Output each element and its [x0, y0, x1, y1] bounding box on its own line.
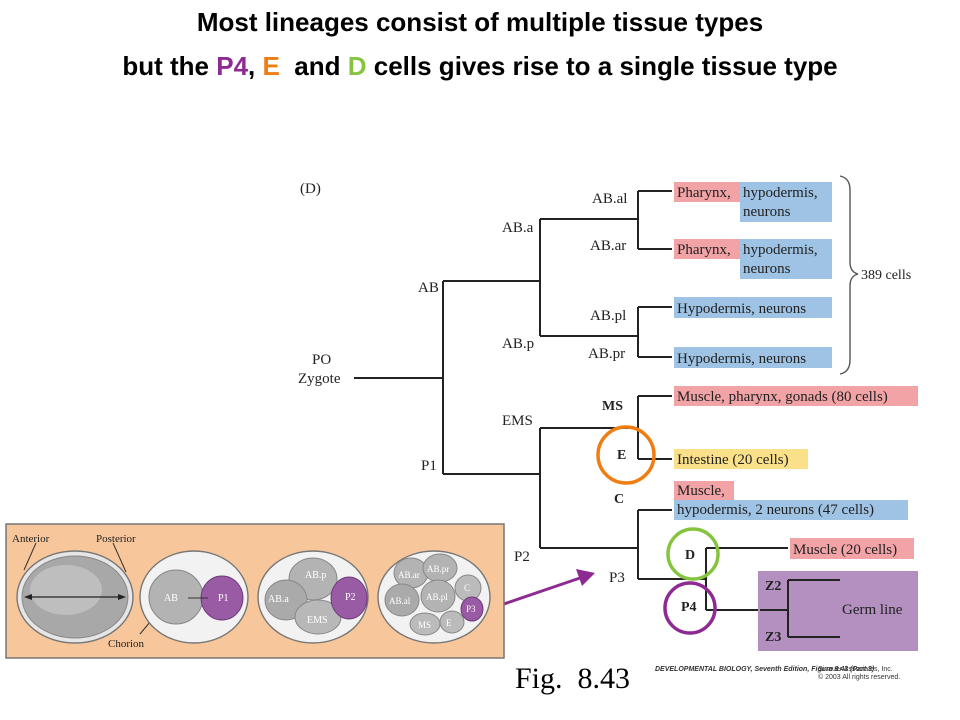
label-ms: MS [418, 620, 431, 630]
label-anterior: Anterior [12, 533, 50, 545]
label-abp: AB.p [305, 570, 326, 581]
credit-book: DEVELOPMENTAL BIOLOGY, Seventh Edition, … [655, 666, 875, 673]
node-zygote: Zygote [298, 371, 341, 387]
node-z2: Z2 [765, 579, 781, 594]
label-aba: AB.a [268, 594, 289, 605]
fate-box-pink [674, 386, 918, 406]
fate-pharynx: Pharynx, [677, 242, 731, 258]
node-ems: EMS [502, 413, 533, 429]
node-abpl: AB.pl [590, 308, 626, 324]
label-posterior: Posterior [96, 533, 136, 545]
p4-highlight-circle [663, 581, 717, 635]
title-line-2: but the P4, E and D cells gives rise to … [0, 50, 960, 82]
fate-box-blue [674, 297, 832, 318]
brace-icon [839, 175, 859, 375]
label-p2: P2 [345, 592, 356, 603]
fate-box-yellow [674, 449, 808, 469]
title-text: but the [122, 51, 217, 81]
title-d: D [347, 51, 367, 81]
node-ab: AB [418, 280, 439, 296]
figure-caption: Fig. 8.43 [515, 662, 631, 695]
panel-label: (D) [300, 181, 321, 197]
fate-hypodermis-neurons: Hypodermis, neurons [677, 301, 806, 317]
node-po: PO [312, 352, 331, 368]
node-labels: PO Zygote AB P1 AB.a AB.p AB.al AB.ar AB… [298, 191, 697, 615]
title-p4: P4 [216, 51, 249, 81]
node-p1: P1 [421, 458, 437, 474]
node-abp: AB.p [502, 336, 534, 352]
title-e: E [262, 51, 280, 81]
title-text: cells gives rise to a single tissue type [366, 51, 838, 81]
fate-neurons: neurons [743, 204, 791, 220]
label-ems: EMS [307, 615, 328, 626]
label-ab: AB [164, 593, 178, 604]
fate-box-blue [740, 239, 832, 279]
figure-credit: DEVELOPMENTAL BIOLOGY, Seventh Edition, … [655, 666, 874, 674]
figure-credit-publisher: Sinauer Associates, Inc.© 2003 All right… [818, 666, 900, 682]
fate-box-pink [790, 538, 914, 559]
label-p3: P3 [466, 604, 476, 614]
label-abal: AB.al [389, 596, 411, 606]
fate-pharynx: Pharynx, [677, 185, 731, 201]
d-highlight-circle [666, 527, 720, 581]
fate-ms: Muscle, pharynx, gonads (80 cells) [677, 389, 888, 405]
node-abar: AB.ar [590, 238, 626, 254]
fate-hypodermis: hypodermis, [743, 185, 818, 201]
node-d: D [685, 548, 695, 563]
node-abal: AB.al [592, 191, 627, 207]
node-p3: P3 [609, 570, 625, 586]
fate-c-1: Muscle, [677, 483, 725, 499]
label-e: E [446, 618, 452, 628]
label-p1: P1 [218, 593, 229, 604]
title-sep: and [279, 51, 348, 81]
embryo-panel: Anterior Posterior Chorion AB P1 AB.p AB… [5, 523, 505, 659]
node-aba: AB.a [502, 220, 534, 236]
node-c: C [614, 492, 624, 507]
fate-box-pink [674, 182, 740, 202]
label-abar: AB.ar [398, 570, 420, 580]
title-sep: , [248, 51, 263, 81]
fate-germ-line: Germ line [842, 602, 903, 618]
label-abpl: AB.pl [426, 592, 448, 602]
fate-c-2: hypodermis, 2 neurons (47 cells) [677, 502, 874, 518]
germline-branches [760, 579, 840, 638]
fate-d: Muscle (20 cells) [793, 542, 897, 558]
node-ms: MS [602, 399, 623, 414]
brace-label: 389 cells [861, 268, 911, 283]
fate-box-pink [674, 481, 734, 500]
e-highlight-circle [596, 425, 656, 485]
fate-e: Intestine (20 cells) [677, 452, 789, 468]
fate-hypodermis: hypodermis, [743, 242, 818, 258]
title-line-1: Most lineages consist of multiple tissue… [196, 7, 764, 37]
credit-copyright: © 2003 All rights reserved. [818, 674, 901, 681]
pointer-arrow [497, 569, 595, 608]
fate-neurons: neurons [743, 261, 791, 277]
node-p2: P2 [514, 549, 530, 565]
node-z3: Z3 [765, 630, 781, 645]
node-e: E [617, 448, 626, 463]
node-p4: P4 [681, 600, 697, 615]
fate-box-pink [674, 239, 740, 259]
fate-hypodermis-neurons: Hypodermis, neurons [677, 351, 806, 367]
credit-publisher: Sinauer Associates, Inc. [818, 666, 893, 673]
label-chorion: Chorion [108, 638, 145, 650]
fate-box-blue [674, 500, 908, 520]
fate-box-blue [740, 182, 832, 222]
fate-box-blue [674, 347, 832, 368]
node-abpr: AB.pr [588, 346, 625, 362]
label-abpr: AB.pr [427, 564, 449, 574]
label-c: C [464, 583, 470, 593]
